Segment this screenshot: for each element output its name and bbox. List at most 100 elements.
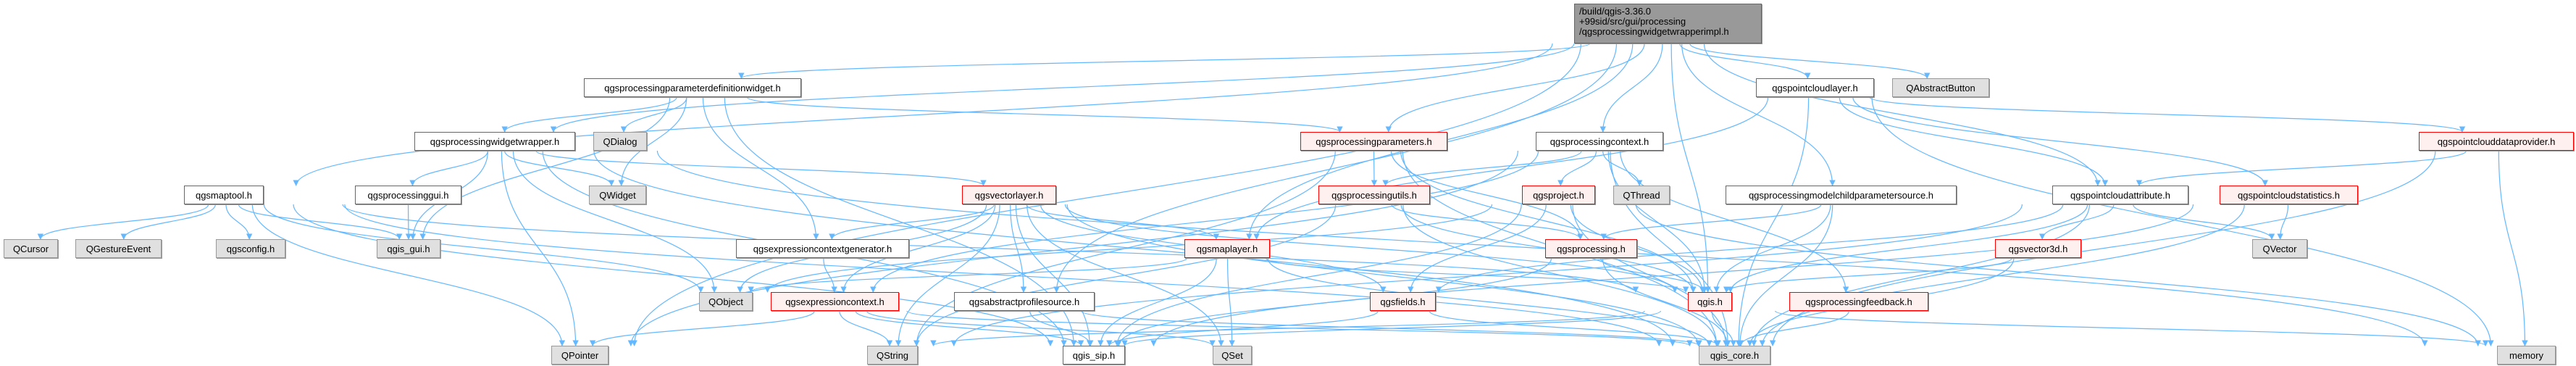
edge-pointcloudlayer-to-pcstatistics xyxy=(1852,96,2268,186)
edge-widgetwrapper-to-vectorlayer xyxy=(535,150,987,186)
node-processinggui[interactable]: qgsprocessinggui.h xyxy=(355,186,461,204)
edge-widgetwrapper-to-processinggui xyxy=(409,150,489,186)
root-path-line: /build/qgis-3.36.0 xyxy=(1579,6,1652,17)
edge-project-to-fields xyxy=(1408,204,1547,293)
node-qpointer[interactable]: QPointer xyxy=(551,346,609,365)
edge-exprctxgen-to-exprctx xyxy=(823,257,837,293)
node-context[interactable]: qgsprocessingcontext.h xyxy=(1536,132,1663,151)
node-parameters[interactable]: qgsprocessingparameters.h xyxy=(1300,132,1447,151)
node-vectorlayer[interactable]: qgsvectorlayer.h xyxy=(962,186,1056,204)
edge-context-to-QThread xyxy=(1602,150,1643,186)
node-pointcloudlayer[interactable]: qgspointcloudlayer.h xyxy=(1756,78,1874,97)
node-maptool[interactable]: qgsmaptool.h xyxy=(184,186,264,204)
node-widgetwrapper[interactable]: qgsprocessingwidgetwrapper.h xyxy=(414,132,575,151)
node-qstring[interactable]: QString xyxy=(867,346,918,365)
edge-pcstatistics-to-qgis_sip xyxy=(1150,204,2194,346)
node-qset[interactable]: QSet xyxy=(1213,346,1252,365)
edge-root-to-qgis xyxy=(1670,43,1711,293)
edge-maptool-to-qgis_core xyxy=(344,204,1663,346)
edge-context-to-project xyxy=(1557,150,1597,186)
edge-context-to-exprctx xyxy=(870,150,1539,293)
edge-fields-to-qgis_core xyxy=(1429,310,1721,346)
node-qabstractbutton[interactable]: QAbstractButton xyxy=(1892,78,1989,97)
edge-maptool-to-QObject xyxy=(263,204,704,293)
edge-vectorlayer-to-qgis xyxy=(1064,204,1678,293)
node-processing[interactable]: qgsprocessing.h xyxy=(1545,239,1637,258)
edge-modelchild-to-qgis xyxy=(1713,204,1831,293)
edge-widgetwrapper-to-QObject xyxy=(512,150,718,293)
edge-context-to-QPointer xyxy=(627,150,1518,346)
edge-parameters-to-processing xyxy=(1390,150,1584,240)
node-utils[interactable]: qgsprocessingutils.h xyxy=(1318,186,1430,204)
edge-utils-to-processing xyxy=(1391,204,1584,240)
node-modelchild[interactable]: qgsprocessingmodelchildparametersource.h xyxy=(1726,186,1957,204)
edge-qgis-to-QString xyxy=(930,310,1645,346)
edge-maptool-to-qgsconfig xyxy=(225,204,253,240)
edge-paramdefwidget-to-widgetwrapper xyxy=(501,96,677,133)
node-exprctxgen[interactable]: qgsexpressioncontextgenerator.h xyxy=(736,239,909,258)
edge-root-to-widgetwrapper xyxy=(550,43,1575,133)
node-qvector[interactable]: QVector xyxy=(2252,239,2307,258)
edge-pcdataprovider-to-memory xyxy=(2498,150,2528,346)
edge-maplayer-to-qgis_core xyxy=(1267,257,1713,346)
node-qdialog[interactable]: QDialog xyxy=(593,132,647,151)
node-qgestureevent[interactable]: QGestureEvent xyxy=(75,239,162,258)
edge-pointcloudlayer-to-pcattribute xyxy=(1839,96,2109,186)
edge-pcattribute-to-fields xyxy=(1435,204,2064,293)
edge-paramdefwidget-to-QDialog xyxy=(620,96,687,133)
node-qgis[interactable]: qgis.h xyxy=(1688,292,1732,311)
edge-project-to-QObject xyxy=(764,204,1493,293)
edge-maplayer-to-qgis_sip xyxy=(1097,257,1217,346)
node-qgis-gui[interactable]: qgis_gui.h xyxy=(377,239,440,258)
edge-root-to-pointcloudlayer xyxy=(1679,43,1811,79)
edge-widgetwrapper-to-QWidget xyxy=(503,150,615,186)
node-maplayer[interactable]: qgsmaplayer.h xyxy=(1184,239,1270,258)
node-memory[interactable]: memory xyxy=(2497,346,2556,365)
edge-maptool-to-QGestureEvent xyxy=(120,204,216,240)
edge-modelchild-to-processing xyxy=(1600,204,1822,240)
edge-pcdataprovider-to-pcattribute xyxy=(2136,150,2467,186)
node-pcstatistics[interactable]: qgspointcloudstatistics.h xyxy=(2220,186,2358,204)
edge-vectorlayer-to-qgis_sip xyxy=(1015,204,1093,346)
edge-qgis-to-qgis_sip xyxy=(1121,310,1662,346)
edge-context-to-feedback xyxy=(1620,150,1849,293)
node-qgis-core[interactable]: qgis_core.h xyxy=(1699,346,1770,365)
node-exprctx[interactable]: qgsexpressioncontext.h xyxy=(771,292,899,311)
edge-pointcloudlayer-to-qgis_core xyxy=(1735,96,1810,346)
node-qgsconfig[interactable]: qgsconfig.h xyxy=(216,239,285,258)
edge-maptool-to-qgis_sip xyxy=(293,204,1054,346)
node-project[interactable]: qgsproject.h xyxy=(1522,186,1595,204)
edge-feedback-to-qgis_core xyxy=(1737,310,1849,346)
edge-vectorlayer-to-abstractprofile xyxy=(1010,204,1027,293)
node-qcursor[interactable]: QCursor xyxy=(4,239,58,258)
root-file-node[interactable]: /build/qgis-3.36.0 +99sid/src/gui/proces… xyxy=(1574,4,1762,43)
edge-fields-to-qgis_sip xyxy=(1106,310,1379,346)
node-qgis-sip[interactable]: qgis_sip.h xyxy=(1063,346,1125,365)
edge-vectorlayer-to-exprctx xyxy=(840,204,996,293)
node-fields[interactable]: qgsfields.h xyxy=(1370,292,1436,311)
node-paramdefwidget[interactable]: qgsprocessingparameterdefinitionwidget.h xyxy=(584,78,801,97)
edge-qgis-to-memory xyxy=(1775,310,2489,346)
root-path-line: /qgsprocessingwidgetwrapperimpl.h xyxy=(1579,26,1729,37)
node-qobject[interactable]: QObject xyxy=(699,292,753,311)
edge-pcstatistics-to-qgis_core xyxy=(1759,204,2245,346)
edge-pcattribute-to-QVector xyxy=(2133,204,2275,240)
edge-widgetwrapper-to-QPointer xyxy=(501,150,579,346)
node-pcattribute[interactable]: qgspointcloudattribute.h xyxy=(2052,186,2188,204)
edge-pcstatistics-to-QVector xyxy=(2277,204,2289,240)
node-vector3d[interactable]: qgsvector3d.h xyxy=(1995,239,2081,258)
edge-exprctx-to-QSet xyxy=(866,310,1216,346)
node-feedback[interactable]: qgsprocessingfeedback.h xyxy=(1789,292,1928,311)
edge-widgetwrapper-to-memory xyxy=(656,150,2428,346)
node-pcdataprovider[interactable]: qgspointclouddataprovider.h xyxy=(2419,132,2574,151)
edge-vector3d-to-qgis xyxy=(1723,257,2012,293)
edge-project-to-qgis_sip xyxy=(1113,204,1522,346)
edge-pcattribute-to-vector3d xyxy=(2039,204,2115,240)
node-qthread[interactable]: QThread xyxy=(1613,186,1670,204)
node-qwidget[interactable]: QWidget xyxy=(589,186,646,204)
node-abstractprofile[interactable]: qgsabstractprofilesource.h xyxy=(954,292,1095,311)
edge-vectorlayer-to-qgis_core xyxy=(1066,204,1702,346)
edge-processing-to-qgis_core xyxy=(1602,257,1731,346)
edge-paramdefwidget-to-QWidget xyxy=(618,96,687,186)
